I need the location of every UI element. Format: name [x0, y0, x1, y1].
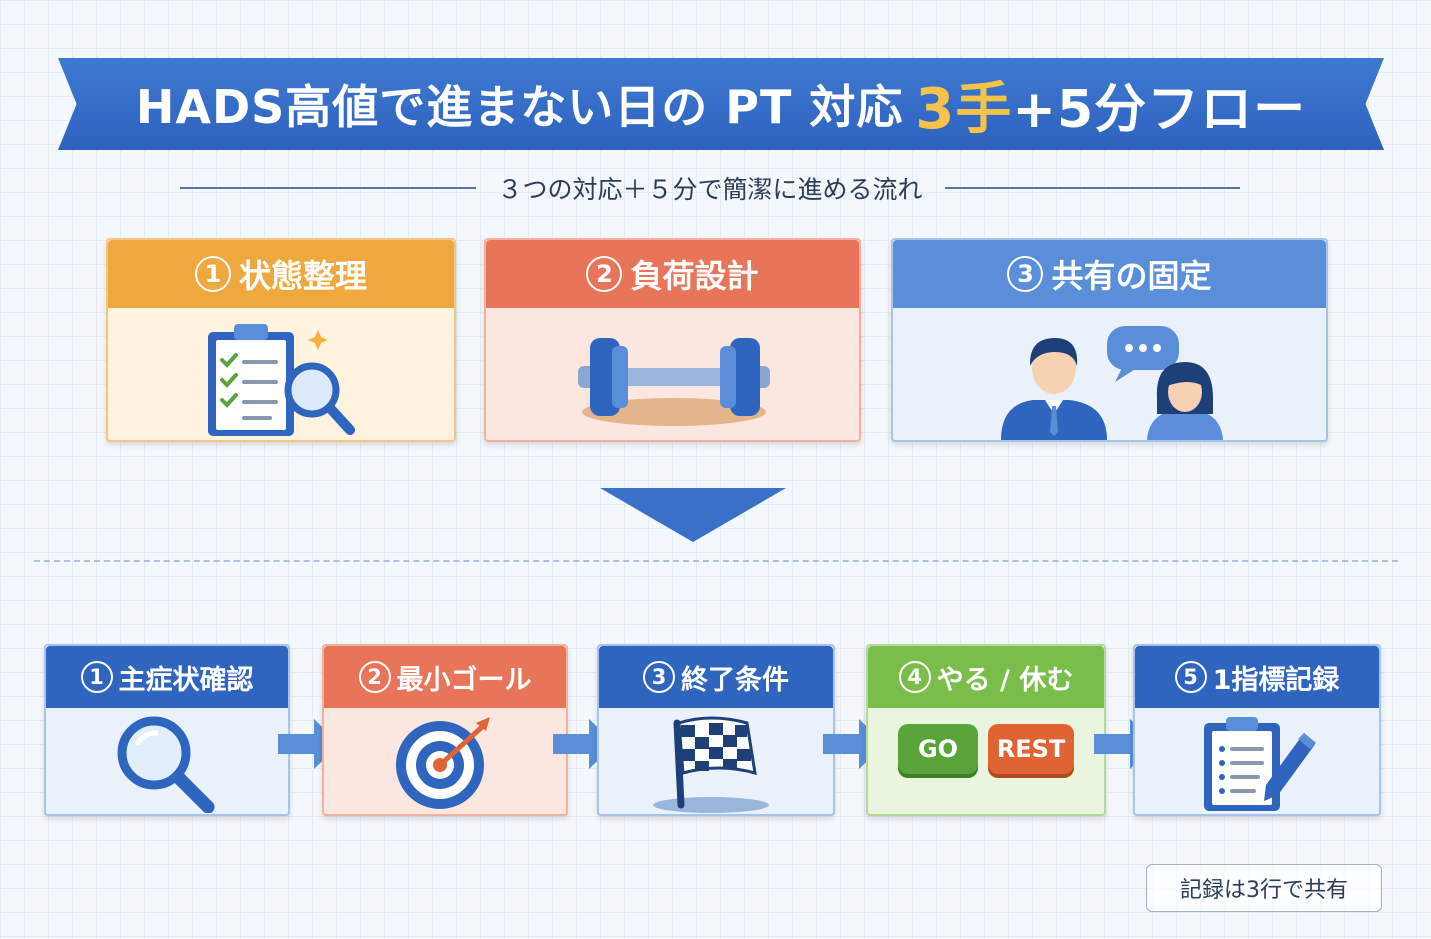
section-divider	[34, 560, 1398, 562]
step-label: やる / 休む	[936, 664, 1074, 696]
step-label: 最小ゴール	[396, 664, 532, 696]
step-one-metric-record: 5 1指標記録	[1133, 644, 1381, 816]
card-label: 負荷設計	[630, 257, 759, 295]
step-label: 終了条件	[681, 664, 789, 696]
record-note: 記録は3行で共有	[1146, 864, 1382, 912]
target-icon	[396, 717, 490, 809]
step-number: 3	[1007, 256, 1044, 292]
step-number: 2	[586, 256, 623, 292]
card-label: 共有の固定	[1051, 257, 1212, 295]
step-header: 1 主症状確認	[46, 646, 288, 708]
clipboard-pen-icon	[1204, 717, 1316, 811]
step-main-symptom: 1 主症状確認	[44, 644, 290, 816]
step-body	[599, 708, 833, 818]
title-rest: +5分フロー	[1012, 79, 1307, 140]
dumbbell-icon	[578, 338, 770, 426]
clipboard-search-icon	[208, 324, 355, 436]
step-minimum-goal: 2 最小ゴール	[322, 644, 568, 816]
step-end-condition: 3 終了条件	[597, 644, 835, 816]
step-do-or-rest: 4 やる / 休む GO REST	[866, 644, 1106, 816]
go-badge: GO	[898, 724, 978, 774]
card-label: 状態整理	[238, 257, 367, 295]
step-body	[46, 708, 288, 818]
card-state-organize: 1 状態整理	[106, 238, 456, 442]
step-header: 2 最小ゴール	[324, 646, 566, 708]
step-number: 3	[643, 661, 675, 693]
step-number: 1	[194, 256, 231, 292]
subtitle-divider-left	[180, 187, 476, 189]
card-body	[893, 308, 1326, 444]
people-chat-icon	[1001, 326, 1223, 440]
subtitle-divider-right	[944, 187, 1241, 189]
magnifier-icon	[117, 716, 215, 813]
down-arrow-icon	[600, 488, 786, 542]
card-header: 2 負荷設計	[486, 240, 859, 308]
subtitle-row: ３つの対応＋５分で簡潔に進める流れ	[180, 168, 1241, 208]
card-load-design: 2 負荷設計	[484, 238, 861, 442]
step-header: 4 やる / 休む	[868, 646, 1104, 708]
title-main: HADS高値で進まない日の PT 対応	[135, 80, 904, 134]
step-label: 主症状確認	[118, 664, 254, 696]
page-title: HADS高値で進まない日の PT 対応 3手 +5分フロー	[58, 58, 1384, 150]
card-header: 3 共有の固定	[893, 240, 1326, 308]
step-number: 4	[898, 661, 931, 693]
step-body: GO REST	[868, 708, 1104, 818]
step-number: 2	[358, 661, 391, 693]
card-body	[108, 308, 454, 444]
title-highlight: 3手	[915, 76, 1013, 142]
card-header: 1 状態整理	[108, 240, 454, 308]
step-body	[324, 708, 566, 818]
card-body	[486, 308, 859, 444]
subtitle: ３つの対応＋５分で簡潔に進める流れ	[497, 175, 923, 204]
step-number: 1	[80, 661, 113, 693]
rest-badge: REST	[988, 724, 1074, 774]
step-header: 3 終了条件	[599, 646, 833, 708]
step-number: 5	[1174, 661, 1207, 693]
checkered-flag-icon	[653, 716, 769, 813]
step-header: 5 1指標記録	[1135, 646, 1379, 708]
title-banner	[58, 58, 1384, 150]
step-label: 1指標記録	[1212, 664, 1340, 696]
card-share-fix: 3 共有の固定	[891, 238, 1328, 442]
step-body	[1135, 708, 1379, 818]
